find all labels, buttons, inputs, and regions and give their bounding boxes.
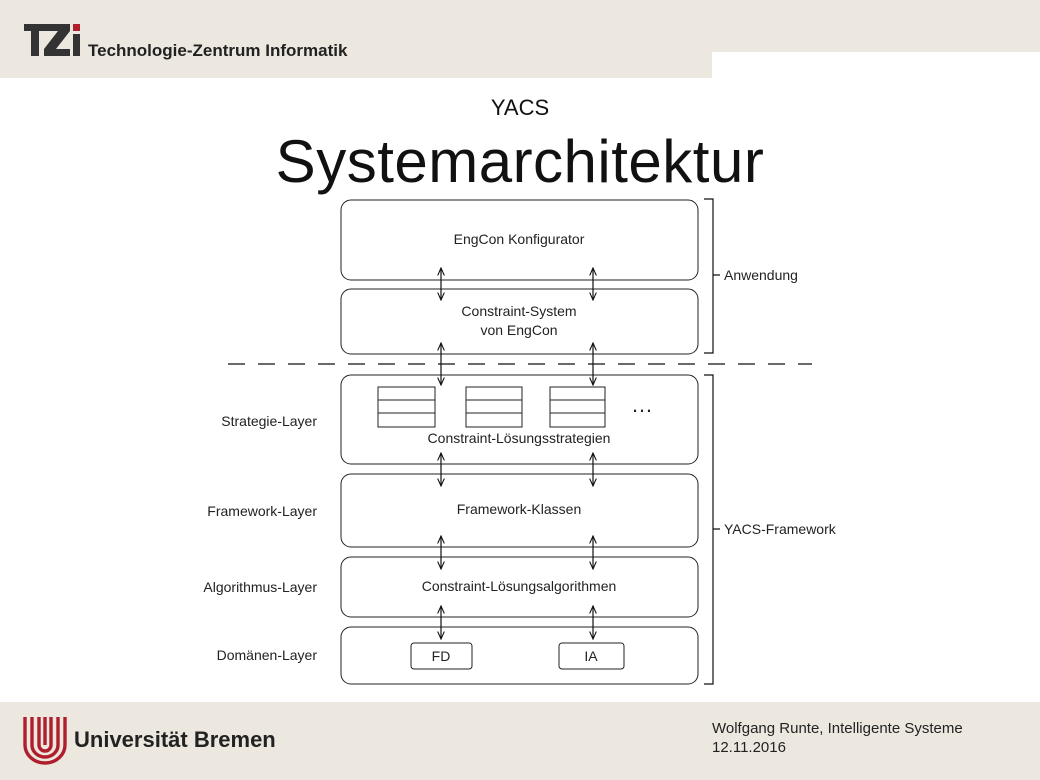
header-band xyxy=(0,0,712,78)
framework-label: Framework-Klassen xyxy=(457,501,581,517)
strategy-layer-label: Strategie-Layer xyxy=(221,413,317,429)
framework-layer-label: Framework-Layer xyxy=(207,503,317,519)
tzi-logo-icon xyxy=(22,20,82,60)
domain-layer-label: Domänen-Layer xyxy=(217,647,318,663)
engcon-box xyxy=(340,199,699,281)
slide-title: Systemarchitektur xyxy=(275,128,765,195)
domain-fd-box xyxy=(410,642,473,670)
university-logo-icon xyxy=(22,715,68,765)
algorithms-box xyxy=(340,556,699,618)
strategies-label: Constraint-Lösungsstrategien xyxy=(428,430,611,446)
framework-box xyxy=(340,473,699,548)
university-name: Universität Bremen xyxy=(74,727,276,752)
constraint-system-box xyxy=(340,288,699,355)
strategy-table-icon xyxy=(549,386,606,428)
framework-bracket xyxy=(704,374,720,685)
constraint-system-label-line1: Constraint-System xyxy=(461,303,576,319)
algorithms-label: Constraint-Lösungsalgorithmen xyxy=(422,578,617,594)
footer-date: 12.11.2016 xyxy=(712,739,786,756)
ellipsis: … xyxy=(631,392,653,417)
domain-ia-label: IA xyxy=(584,648,598,664)
constraint-system-label-line2: von EngCon xyxy=(480,322,557,338)
footer-band xyxy=(0,702,1040,780)
strategy-table-icon xyxy=(377,386,436,428)
algorithm-layer-label: Algorithmus-Layer xyxy=(203,579,317,595)
framework-bracket-label: YACS-Framework xyxy=(724,521,837,537)
org-name: Technologie-Zentrum Informatik xyxy=(88,41,348,60)
domain-ia-box xyxy=(558,642,625,670)
header-band-right xyxy=(712,0,1040,52)
slide-subtitle: YACS xyxy=(490,95,550,120)
engcon-label: EngCon Konfigurator xyxy=(454,231,585,247)
application-bracket xyxy=(704,198,720,354)
domain-box xyxy=(340,626,699,685)
domain-fd-label: FD xyxy=(432,648,451,664)
application-bracket-label: Anwendung xyxy=(724,267,798,283)
strategy-table-icon xyxy=(465,386,523,428)
footer-author: Wolfgang Runte, Intelligente Systeme xyxy=(712,720,963,737)
